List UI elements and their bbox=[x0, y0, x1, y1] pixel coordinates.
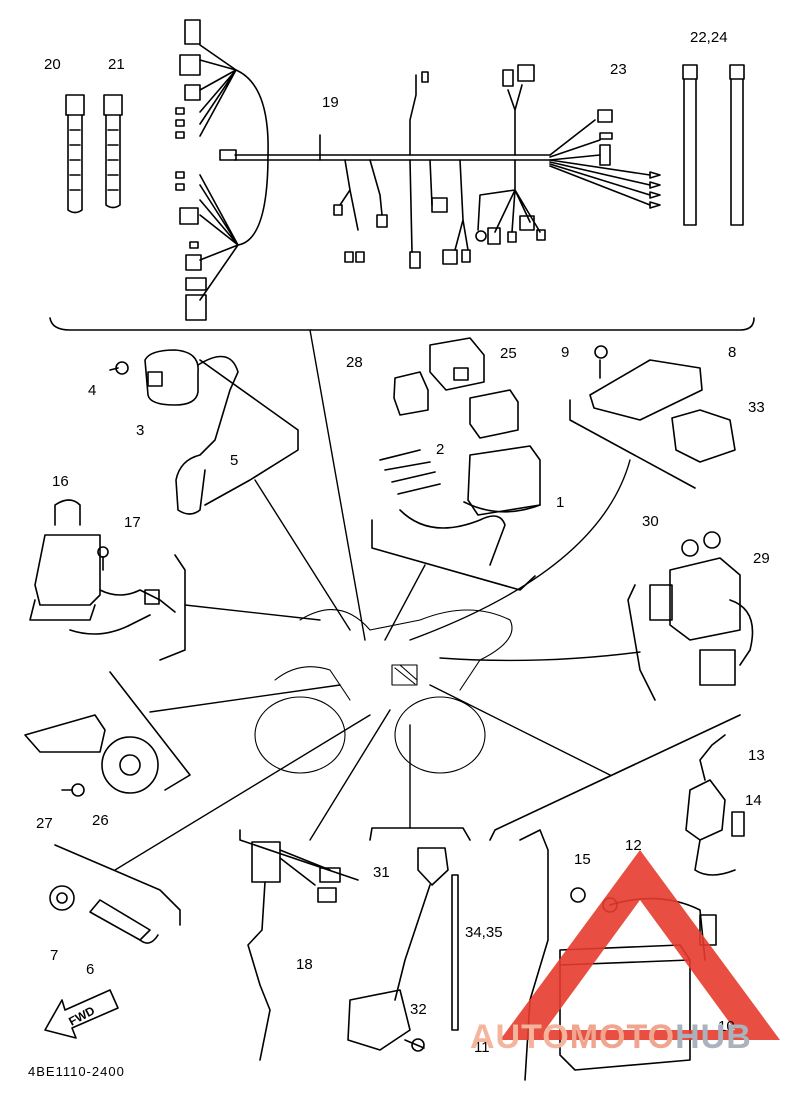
callout-1: 1 bbox=[556, 494, 565, 511]
watermark-part-3: HUB bbox=[675, 1018, 752, 1056]
cable-band-20 bbox=[65, 94, 85, 214]
callout-18: 18 bbox=[296, 956, 313, 973]
watermark-text: AUTOMOTOHUB bbox=[470, 1018, 752, 1057]
main-switch bbox=[29, 499, 186, 661]
fwd-label: FWD bbox=[66, 1003, 98, 1029]
callout-32: 32 bbox=[410, 1001, 427, 1018]
cable-band-21 bbox=[103, 94, 123, 209]
drawing-code: 4BE1110-2400 bbox=[28, 1064, 125, 1079]
watermark-part-2: MOTO bbox=[569, 1018, 676, 1056]
wire-harness-19 bbox=[49, 19, 755, 331]
callout-31: 31 bbox=[373, 864, 390, 881]
callout-30: 30 bbox=[642, 513, 659, 530]
callout-21: 21 bbox=[108, 56, 125, 73]
callout-27: 27 bbox=[36, 815, 53, 832]
watermark-part-1: AUTO bbox=[470, 1018, 570, 1056]
ignition-coil bbox=[109, 349, 299, 515]
callout-5: 5 bbox=[230, 452, 239, 469]
fuse-holder bbox=[685, 734, 745, 876]
callout-14: 14 bbox=[745, 792, 762, 809]
leader-lines bbox=[114, 329, 641, 871]
callout-34-35: 34,35 bbox=[465, 924, 503, 941]
starter-relay bbox=[627, 531, 754, 701]
callout-8: 8 bbox=[728, 344, 737, 361]
rectifier-regulator bbox=[569, 345, 736, 489]
callout-22-24: 22,24 bbox=[690, 29, 728, 46]
sidestand-switch bbox=[347, 827, 471, 1052]
callout-23: 23 bbox=[610, 61, 627, 78]
fwd-arrow-icon bbox=[44, 989, 119, 1039]
callout-11: 11 bbox=[474, 1039, 490, 1056]
callout-29: 29 bbox=[753, 550, 770, 567]
callout-2: 2 bbox=[436, 441, 445, 458]
callout-26: 26 bbox=[92, 812, 109, 829]
callout-17: 17 bbox=[124, 514, 141, 531]
callout-12: 12 bbox=[625, 837, 642, 854]
fwd-indicator: FWD bbox=[40, 995, 120, 1041]
callout-10: 10 bbox=[718, 1018, 735, 1035]
callout-7: 7 bbox=[50, 947, 59, 964]
horn bbox=[24, 671, 191, 797]
callout-13: 13 bbox=[748, 747, 765, 764]
callout-15: 15 bbox=[574, 851, 591, 868]
callout-25: 25 bbox=[500, 345, 517, 362]
cable-band-22-24 bbox=[729, 64, 745, 226]
neutral-switch bbox=[49, 844, 181, 944]
motorcycle-outline bbox=[254, 609, 513, 774]
relay-group bbox=[371, 337, 541, 591]
sensor-lead bbox=[239, 829, 359, 1061]
callout-33: 33 bbox=[748, 399, 765, 416]
callout-28: 28 bbox=[346, 354, 363, 371]
callout-16: 16 bbox=[52, 473, 69, 490]
callout-4: 4 bbox=[88, 382, 97, 399]
callout-9: 9 bbox=[561, 344, 570, 361]
cable-band-23 bbox=[682, 64, 698, 226]
callout-20: 20 bbox=[44, 56, 61, 73]
callout-3: 3 bbox=[136, 422, 145, 439]
watermark-logo-icon bbox=[500, 850, 780, 1040]
callout-6: 6 bbox=[86, 961, 95, 978]
callout-19: 19 bbox=[322, 94, 339, 111]
